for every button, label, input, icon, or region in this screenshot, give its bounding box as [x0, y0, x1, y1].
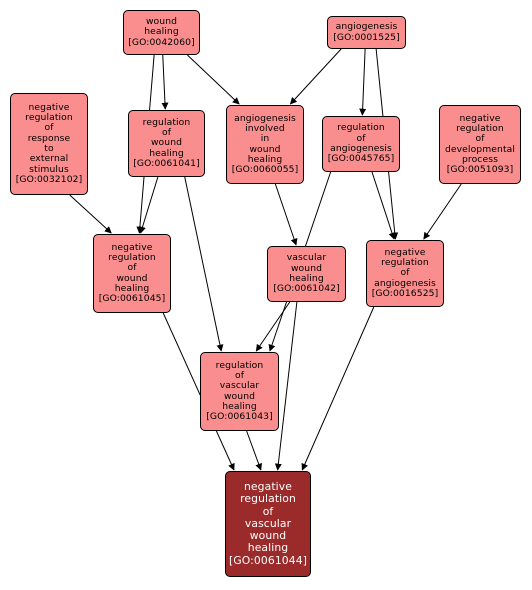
node-label-line: [GO:0051093] — [446, 164, 514, 176]
node-label-line: negative — [459, 112, 501, 124]
node-label-line: vascular — [219, 380, 260, 392]
node-label-line: developmental — [444, 143, 516, 155]
edge-n0051093-to-n0016525 — [423, 183, 462, 240]
node-label-line: [GO:0042060] — [128, 36, 195, 48]
node-label-line: [GO:0061044] — [228, 553, 308, 567]
node-label-line: of — [44, 122, 54, 134]
node-label-line: of — [127, 262, 137, 274]
node-label-line: wound — [145, 16, 178, 28]
node-label-line: wound — [150, 137, 183, 149]
edge-n0061042-to-n0061044 — [274, 301, 298, 471]
edge-n0061043-to-n0061044 — [246, 430, 263, 471]
node-label-line: healing — [247, 541, 289, 555]
node-label-line: in — [260, 133, 270, 145]
node-label-line: [GO:0061042] — [273, 283, 340, 295]
node-label-line: [GO:0001525] — [333, 31, 400, 43]
node-label-line: involved — [245, 122, 285, 134]
edge-n0042060-to-n0060055 — [187, 54, 240, 105]
node-label-line: regulation — [25, 112, 73, 124]
node-label-line: response — [27, 132, 71, 144]
node-label-line: [GO:0061041] — [133, 157, 200, 169]
edge-n0061042-to-n0061043 — [255, 301, 291, 352]
node-label-line: healing — [247, 153, 283, 165]
edge-n0061045-to-n0061044 — [162, 312, 235, 471]
node-angiogenesis[interactable]: angiogenesis[GO:0001525] — [327, 16, 406, 49]
node-label-line: angiogenesis — [330, 143, 392, 154]
node-label-line: [GO:0061043] — [206, 411, 273, 423]
node-label-line: healing — [222, 400, 257, 412]
edge-n0016525-to-n0061044 — [301, 306, 375, 471]
node-label-line: [GO:0016525] — [371, 287, 439, 299]
node-label-line: negative — [243, 480, 293, 494]
node-label-line: regulation — [108, 251, 156, 263]
node-label-line: vascular — [244, 516, 292, 530]
node-label-line: healing — [149, 147, 184, 159]
node-label-line: vascular — [286, 252, 327, 264]
edge-n0001525-to-n0060055 — [289, 48, 342, 105]
node-label-line: regulation — [142, 116, 191, 128]
node-label-line: regulation — [337, 122, 385, 134]
node-label-line: of — [234, 369, 245, 381]
node-label-line: regulation — [215, 359, 264, 371]
node-label-line: of — [475, 133, 485, 145]
node-label-line: negative — [111, 241, 153, 253]
edge-n0001525-to-n0045765 — [359, 48, 367, 116]
node-label-line: wound — [223, 390, 256, 402]
node-label-line: [GO:0032102] — [15, 173, 83, 185]
edge-n0061041-to-n0061043 — [184, 176, 224, 352]
node-label-line: process — [461, 153, 498, 165]
node-label-line: wound — [249, 529, 287, 543]
node-label-line: [GO:0061045] — [98, 293, 166, 305]
node-label-line: angiogenesis — [234, 112, 296, 124]
node-label-line: negative — [384, 246, 426, 258]
node-label-line: of — [356, 132, 366, 144]
node-label-line: regulation — [381, 257, 429, 269]
node-label-line: to — [44, 143, 54, 154]
node-label-line: negative — [28, 101, 70, 113]
edge-n0042060-to-n0061041 — [161, 54, 169, 110]
node-label-line: [GO:0060055] — [231, 164, 299, 176]
node-label-line: angiogenesis — [374, 277, 436, 289]
node-label-line: wound — [290, 262, 323, 274]
node-label-line: regulation — [456, 122, 504, 134]
node-label-line: external — [29, 153, 69, 165]
edge-n0045765-to-n0016525 — [371, 171, 396, 240]
edge-n0060055-to-n0061042 — [274, 183, 298, 246]
node-label-line: stimulus — [29, 163, 69, 175]
node-label-line: of — [262, 504, 274, 518]
edge-n0032102-to-n0061045 — [69, 194, 112, 234]
node-label-line: angiogenesis — [335, 21, 398, 33]
node-label-line: wound — [116, 272, 148, 284]
edge-n0061041-to-n0061045 — [139, 176, 159, 234]
node-label-line: of — [400, 267, 410, 279]
node-label-line: regulation — [240, 492, 296, 506]
node-label-line: wound — [249, 143, 281, 155]
node-label-line: healing — [289, 273, 324, 284]
node-label-line: healing — [114, 282, 150, 294]
node-label-line: of — [161, 127, 172, 139]
node-label-line: [GO:0045765] — [327, 153, 395, 165]
node-label-line: healing — [144, 26, 179, 38]
